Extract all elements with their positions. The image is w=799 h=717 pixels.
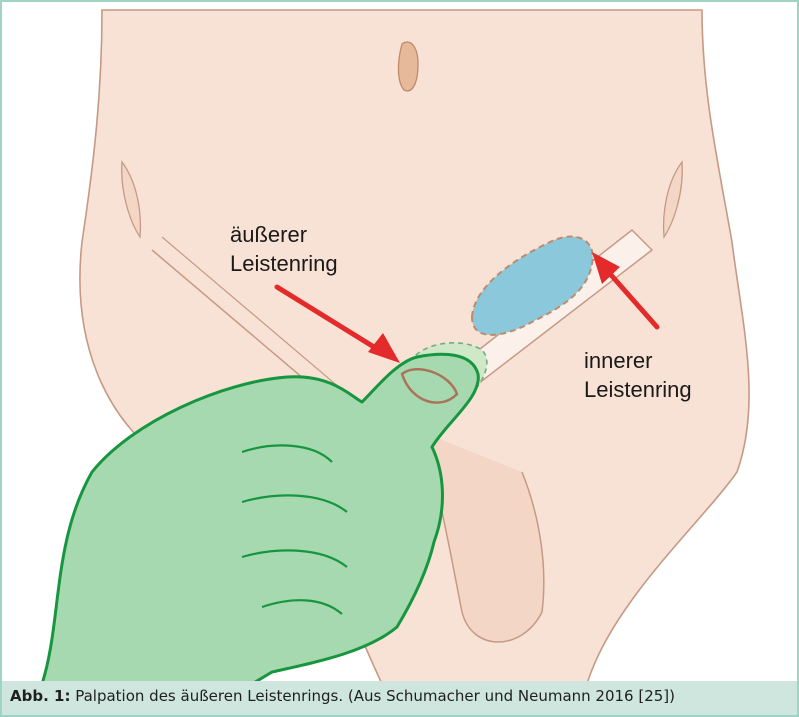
outer-ring-label-line2: Leistenring	[230, 249, 338, 278]
outer-ring-label-line1: äußerer	[230, 220, 338, 249]
caption-label: Abb. 1:	[10, 687, 70, 705]
palpation-illustration	[2, 2, 799, 684]
figure-caption: Abb. 1: Palpation des äußeren Leistenrin…	[2, 681, 797, 715]
caption-text: Palpation des äußeren Leistenrings. (Aus…	[75, 687, 675, 705]
inner-ring-label-line2: Leistenring	[584, 375, 692, 404]
navel	[398, 42, 418, 91]
inner-ring-label-line1: innerer	[584, 346, 692, 375]
outer-ring-label: äußerer Leistenring	[230, 220, 338, 278]
inner-ring-label: innerer Leistenring	[584, 346, 692, 404]
